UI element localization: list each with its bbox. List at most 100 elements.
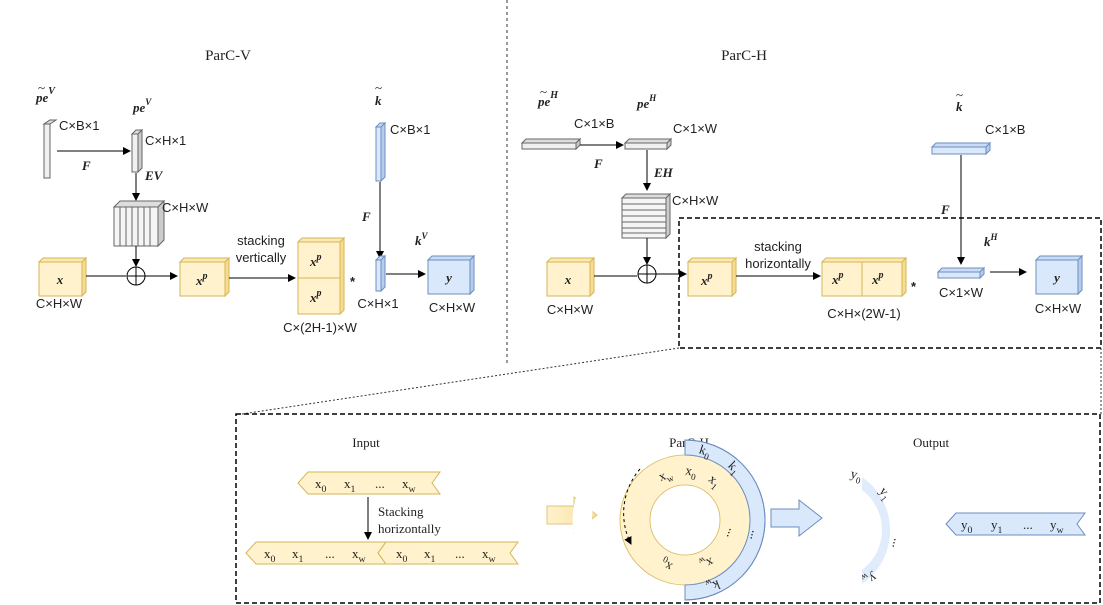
y-v-label: y xyxy=(444,270,452,285)
xp-v-stack: xp xp xyxy=(296,236,346,316)
k-tilde-h-block xyxy=(930,141,992,156)
cycle-arrow xyxy=(623,468,641,545)
xp-h-stack: xp xp xyxy=(820,256,908,298)
stacking-h-line1: stacking xyxy=(754,239,802,254)
pe-tilde-h-dim: C×1×B xyxy=(574,116,614,131)
y-v-block: y xyxy=(426,254,476,296)
k-tilde-v-block xyxy=(374,121,387,183)
ring-outer-token-2: ... xyxy=(747,529,764,542)
add-v-icon xyxy=(126,266,146,286)
parc-v-title: ParC-V xyxy=(205,48,251,64)
input-sequence: x0 x1... xw xyxy=(297,471,441,495)
conv-star-h: * xyxy=(911,279,917,294)
xp-v-block: xp xyxy=(178,256,231,298)
arc-output-token-2: ... xyxy=(889,537,906,550)
expanded-h-dim: C×H×W xyxy=(672,193,719,208)
arc-output-token-0: y0 xyxy=(848,466,864,486)
input-token-0: x0 xyxy=(315,476,327,495)
ring-outer-token-0: k0 xyxy=(697,441,713,462)
input-token-3: xw xyxy=(402,476,417,495)
stack-token-a-3: xw xyxy=(352,546,367,565)
stack-token-b-3: xw xyxy=(482,546,497,565)
xp-v-stack-bottom: xp xyxy=(309,288,322,305)
pe-tilde-h-block xyxy=(520,137,582,151)
kv-block xyxy=(374,254,387,293)
kv-dim: C×H×1 xyxy=(357,296,398,311)
xp-h-block: xp xyxy=(686,256,738,298)
tilde-mark: ~ xyxy=(38,80,45,95)
x-v-dim: C×H×W xyxy=(36,296,83,311)
stack-v-dim: C×(2H-1)×W xyxy=(283,320,357,335)
f-v-k-label: F xyxy=(361,209,371,224)
expanded-v-block xyxy=(112,199,166,248)
output-token-1: y1 xyxy=(991,517,1003,536)
parc-h-title: ParC-H xyxy=(721,48,767,64)
kh-block xyxy=(936,266,986,280)
stacking-h-line2: horizontally xyxy=(745,256,811,271)
y-h-block: y xyxy=(1034,254,1084,296)
pe-v-dim: C×H×1 xyxy=(145,133,186,148)
y-h-label: y xyxy=(1052,270,1060,285)
output-title: Output xyxy=(913,435,950,450)
tilde-mark: ~ xyxy=(956,87,963,102)
kh-label: kH xyxy=(984,232,999,249)
pe-tilde-v-label: peV xyxy=(35,86,56,105)
x-v-block: x xyxy=(37,256,88,298)
add-h-icon xyxy=(637,264,657,284)
input-token-2: ... xyxy=(375,476,385,491)
expanded-v-dim: C×H×W xyxy=(162,200,209,215)
pe-tilde-h-label: peH xyxy=(537,90,559,109)
k-tilde-v-label: k xyxy=(375,93,382,108)
x-v-label: x xyxy=(56,272,64,287)
parc-h-panel: ParC-H peH ~ C×1×B F peH C×1×W EH xyxy=(520,48,1102,349)
input-token-1: x1 xyxy=(344,476,356,495)
pe-tilde-v-block xyxy=(42,119,58,179)
k-tilde-h-dim: C×1×B xyxy=(985,122,1025,137)
stack-token-a-2: ... xyxy=(325,546,335,561)
output-token-3: yw xyxy=(1050,517,1065,536)
x-h-dim: C×H×W xyxy=(547,302,594,317)
output-token-0: y0 xyxy=(961,517,973,536)
f-h-label: F xyxy=(593,156,603,171)
eh-label: EH xyxy=(653,165,674,180)
xp-h-stack-left: xp xyxy=(831,270,844,287)
ring-inner-token-1: x0 xyxy=(684,462,698,482)
output-sequence: y0 y1... yw xyxy=(945,512,1086,536)
stacking-v-line1: stacking xyxy=(237,233,285,248)
stack-token-a-1: x1 xyxy=(292,546,304,565)
stack-token-b-2: ... xyxy=(455,546,465,561)
stacking-line1: Stacking xyxy=(378,504,424,519)
parc-v-panel: ParC-V peV ~ C×B×1 peV C×H×1 F EV xyxy=(35,48,476,335)
x-h-label: x xyxy=(564,272,572,287)
pe-tilde-v-dim: C×B×1 xyxy=(59,118,99,133)
stacking-line2: horizontally xyxy=(378,521,441,536)
tilde-mark: ~ xyxy=(375,80,382,95)
ev-label: EV xyxy=(144,168,164,183)
xp-h-label: xp xyxy=(700,271,713,288)
y-h-dim: C×H×W xyxy=(1035,301,1082,316)
kh-dim: C×1×W xyxy=(939,285,984,300)
pe-v-block xyxy=(130,128,144,174)
y-v-dim: C×H×W xyxy=(429,300,476,315)
zoom-connector-left xyxy=(241,347,680,415)
stack-token-b-1: x1 xyxy=(424,546,436,565)
pe-h-block xyxy=(623,137,673,151)
pe-h-label: peH xyxy=(636,93,657,111)
xp-h-stack-right: xp xyxy=(871,270,884,287)
input-title: Input xyxy=(352,435,380,450)
stack-h-dim: C×H×(2W-1) xyxy=(827,306,900,321)
x-h-block: x xyxy=(545,256,596,298)
xp-v-stack-top: xp xyxy=(309,252,322,269)
detail-box xyxy=(235,413,1101,604)
stack-token-b-0: x0 xyxy=(396,546,408,565)
k-tilde-h-label: k xyxy=(956,99,963,114)
xp-v-label: xp xyxy=(195,271,208,288)
output-token-2: ... xyxy=(1023,517,1033,532)
f-h-k-label: F xyxy=(940,202,950,217)
stack-token-a-0: x0 xyxy=(264,546,276,565)
expanded-h-block xyxy=(620,192,672,240)
